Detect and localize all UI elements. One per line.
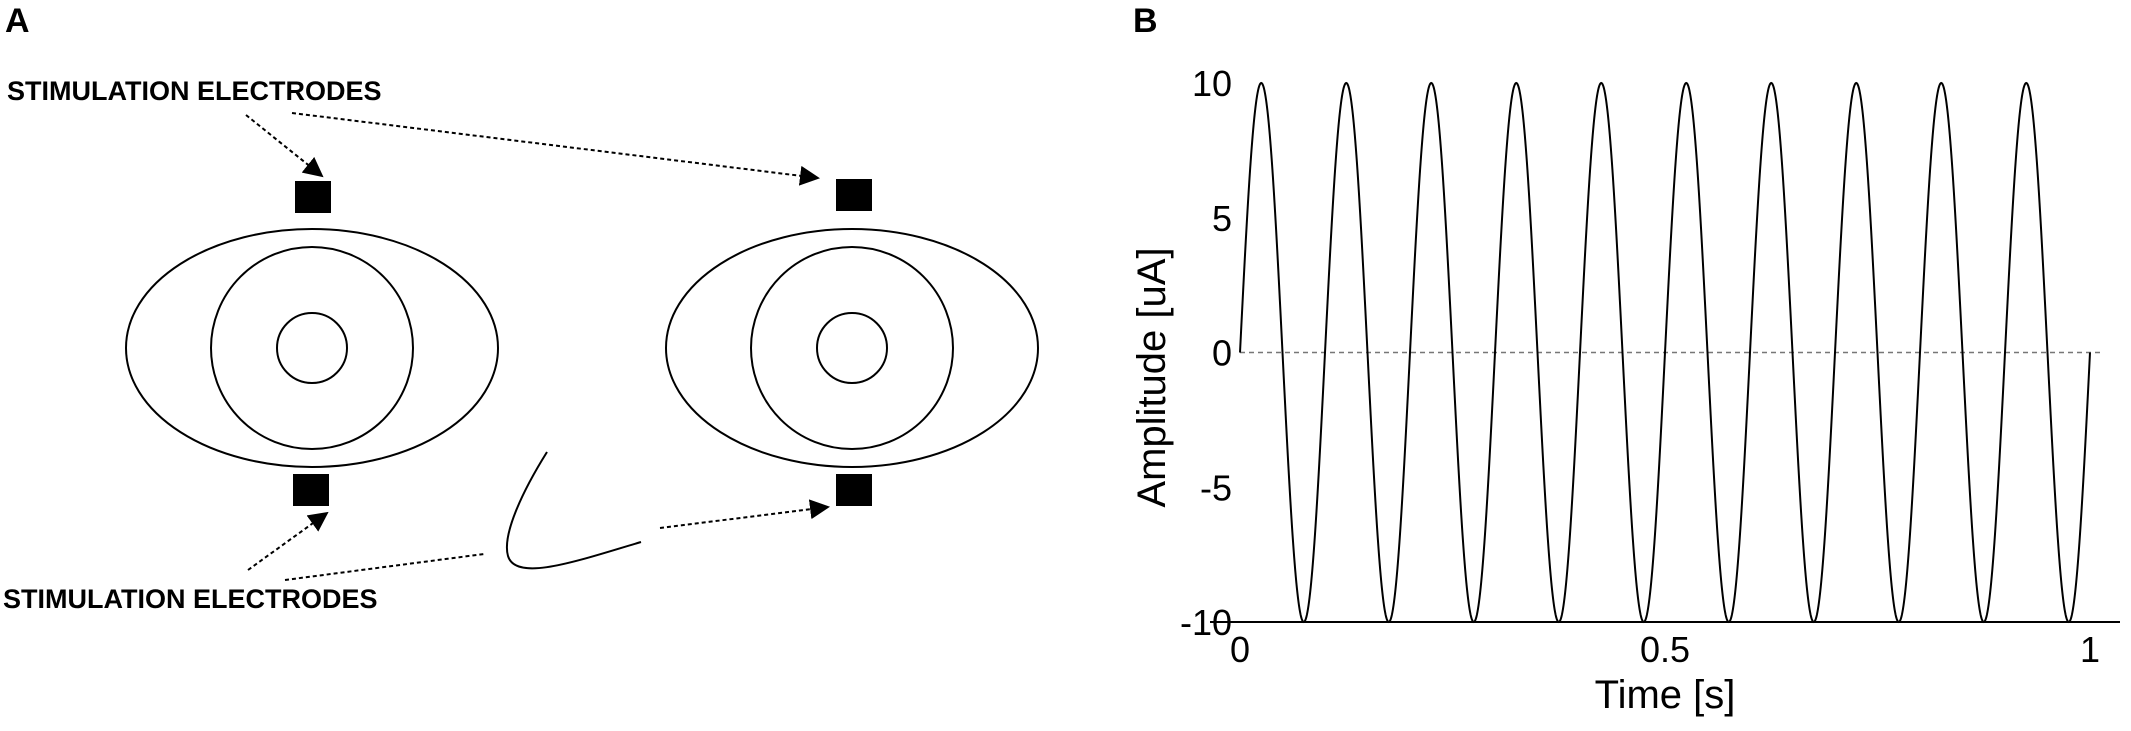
arrow-top-right [291,112,820,186]
y-tick-label: -5 [1200,467,1232,508]
arrow-top-left [245,114,324,178]
y-axis-label: Amplitude [uA] [1130,247,1174,507]
arrow-bottom-right [659,499,830,529]
electrode-right-bottom [836,474,872,506]
y-axis-ticks: 10 5 0 -5 -10 [1180,63,1232,643]
electrode-right-top [836,179,872,211]
x-axis-label: Time [s] [1595,673,1736,717]
x-tick-label: 1 [2080,629,2100,670]
series-sine-line [1239,81,2091,624]
x-tick-label: 0.5 [1640,629,1690,670]
y-tick-label: 0 [1212,333,1232,374]
eye-right [665,228,1039,468]
arrow-bottom-left [247,511,329,571]
y-tick-label: 5 [1212,198,1232,239]
eye-left-pupil [276,312,348,384]
eye-right-pupil [816,312,888,384]
electrode-label-top: STIMULATION ELECTRODES [7,76,382,106]
electrode-left-bottom [293,474,329,506]
y-tick-label: -10 [1180,602,1232,643]
eye-left-iris [210,246,414,450]
panel-b-letter: B [1133,2,1158,40]
arrow-bottom-mid [284,553,485,581]
panel-a-letter: A [5,2,30,40]
y-tick-label: 10 [1192,63,1232,104]
eye-left-outline [125,228,499,468]
eye-right-iris [750,246,954,450]
nose-outline [505,451,642,570]
eye-right-outline [665,228,1039,468]
x-tick-label: 0 [1230,629,1250,670]
electrode-label-bottom: STIMULATION ELECTRODES [3,584,378,614]
eye-left [125,228,499,468]
panel-a: A STIMULATION ELECTRODES STIMULATION ELE… [3,2,1039,614]
electrode-left-top [295,181,331,213]
